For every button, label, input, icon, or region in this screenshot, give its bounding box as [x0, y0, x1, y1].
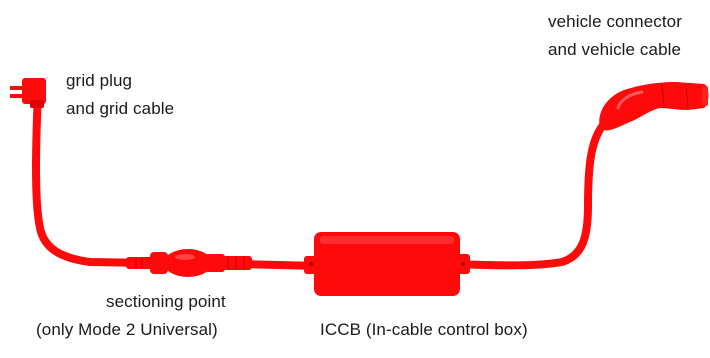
sectioning-point-label-line2: (only Mode 2 Universal) — [36, 320, 218, 339]
iccb-label-text: ICCB (In-cable control box) — [320, 320, 528, 339]
grid-plug-label-line1: grid plug — [66, 71, 133, 90]
vehicle-connector-label-line1: vehicle connector — [548, 12, 682, 31]
iccb-box — [304, 232, 470, 296]
vehicle-connector — [599, 82, 709, 131]
grid-cable — [32, 88, 154, 267]
sectioning-point-label-line1: sectioning point — [106, 292, 226, 311]
grid-plug-label-line2: and grid cable — [66, 99, 175, 118]
grid-plug-label: grid plug and grid cable — [66, 67, 174, 123]
grid-plug — [10, 78, 46, 108]
vehicle-connector-label-line2: and vehicle cable — [548, 40, 682, 59]
sectioning-point-connector — [126, 249, 252, 277]
vehicle-connector-label: vehicle connector and vehicle cable — [548, 8, 682, 64]
iccb-label: ICCB (In-cable control box) — [320, 316, 528, 344]
sectioning-point-label: sectioning point (only Mode 2 Universal) — [36, 288, 226, 344]
vehicle-cable — [454, 120, 608, 270]
